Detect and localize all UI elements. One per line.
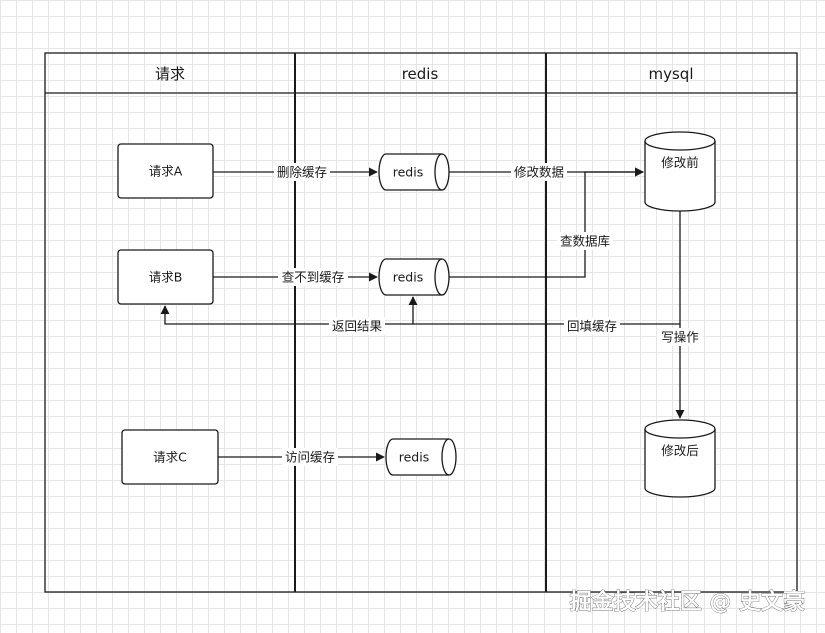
label-access-cache: 访问缓存 xyxy=(285,450,335,465)
swimlane-container: 请求 redis mysql xyxy=(44,52,798,593)
request-b-node: 请求B xyxy=(117,249,214,305)
request-a-node: 请求A xyxy=(117,143,214,199)
label-bg-access-cache xyxy=(282,448,338,466)
label-write-op: 写操作 xyxy=(661,330,699,345)
label-cache-miss: 查不到缓存 xyxy=(282,270,345,285)
request-a-box xyxy=(117,143,214,199)
lane-title-mysql: mysql xyxy=(649,65,694,83)
db-before-node: 修改前 xyxy=(644,131,716,212)
redis-node-1: redis xyxy=(378,153,450,191)
redis-node-2: redis xyxy=(378,258,450,296)
label-bg-modify-data xyxy=(511,163,567,181)
edge-query-db xyxy=(449,167,644,278)
label-bg-return-result xyxy=(329,317,385,335)
label-modify-data: 修改数据 xyxy=(514,165,564,180)
redis-3-label: redis xyxy=(399,450,429,465)
db-before-top xyxy=(644,131,716,151)
db-after-body xyxy=(644,429,716,498)
label-bg-delete-cache xyxy=(274,163,330,181)
redis-2-label: redis xyxy=(393,270,423,285)
label-query-db: 查数据库 xyxy=(560,234,610,249)
request-c-label: 请求C xyxy=(153,450,187,465)
redis-cylinder-1-end xyxy=(434,153,443,191)
label-bg-query-db xyxy=(557,232,613,250)
redis-node-3: redis xyxy=(385,438,457,476)
lane-title-redis: redis xyxy=(402,65,439,83)
redis-cylinder-3-end xyxy=(441,438,450,476)
label-delete-cache: 删除缓存 xyxy=(277,165,327,180)
label-bg-write-op xyxy=(657,328,703,346)
request-c-node: 请求C xyxy=(121,429,219,485)
request-b-label: 请求B xyxy=(149,270,183,285)
edge-refill-cache xyxy=(408,211,681,325)
label-refill-cache: 回填缓存 xyxy=(567,319,617,334)
label-return-result: 返回结果 xyxy=(332,319,383,334)
db-after-node: 修改后 xyxy=(644,419,716,498)
watermark-text: 掘金技术社区 @ 史文豪 xyxy=(570,589,805,615)
redis-1-label: redis xyxy=(393,165,423,180)
db-before-label: 修改前 xyxy=(661,155,699,170)
db-before-body xyxy=(644,141,716,212)
lane-title-request: 请求 xyxy=(155,65,185,83)
swimlane-frame xyxy=(44,52,798,593)
db-after-label: 修改后 xyxy=(661,443,699,458)
edge-labels: 删除缓存 修改数据 查不到缓存 查数据库 返回结果 回填缓存 写操作 访问缓存 xyxy=(274,163,703,466)
label-bg-refill-cache xyxy=(564,317,620,335)
redis-cylinder-2-end xyxy=(434,258,443,296)
label-bg-cache-miss xyxy=(278,268,348,286)
connectors xyxy=(160,167,685,462)
request-a-label: 请求A xyxy=(149,164,183,179)
db-after-top xyxy=(644,419,716,439)
